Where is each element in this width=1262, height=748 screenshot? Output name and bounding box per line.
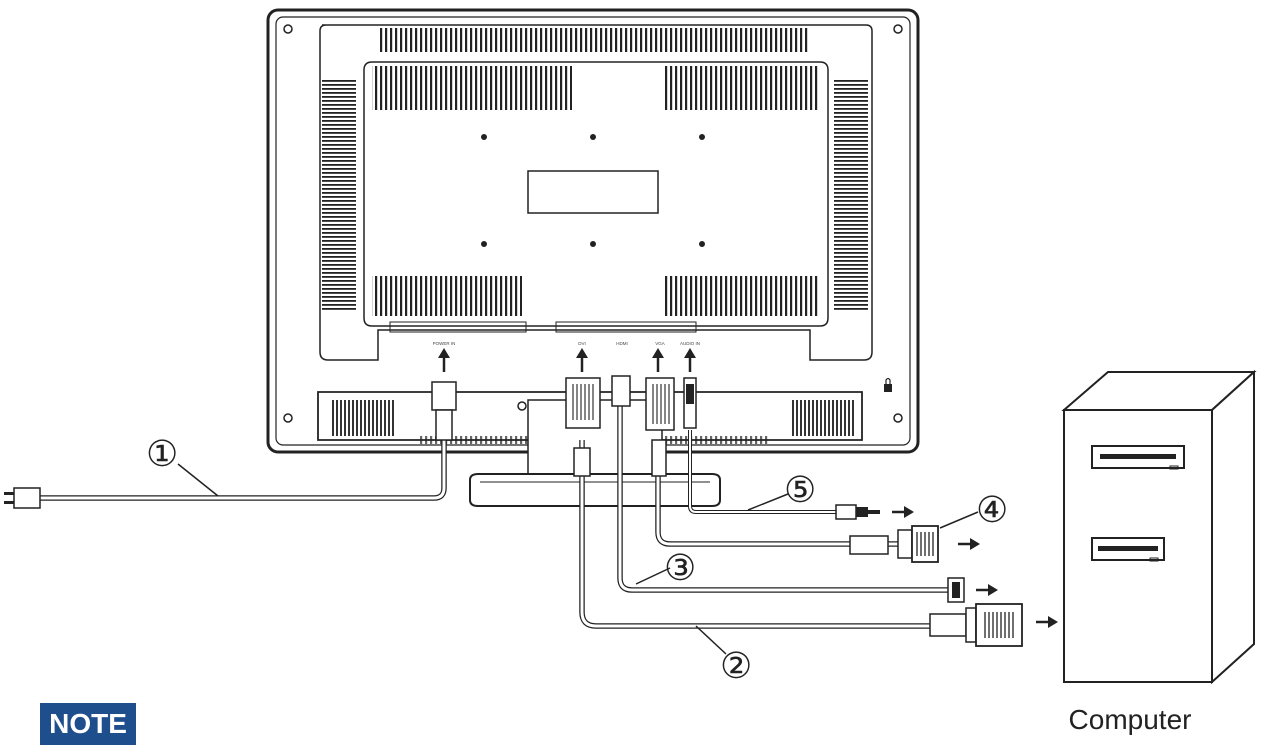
callout-3: ③ bbox=[664, 547, 696, 588]
right-speaker-grill bbox=[790, 400, 856, 436]
upper-left-vent bbox=[372, 66, 572, 110]
port-label-vga: VGA bbox=[655, 341, 665, 346]
computer-label: Computer bbox=[1068, 704, 1192, 735]
monitor-back bbox=[266, 8, 920, 454]
vesa-mount-holes bbox=[481, 134, 705, 247]
callouts: ① ② ③ ④ ⑤ bbox=[146, 433, 1008, 686]
drive-bay-top bbox=[1091, 445, 1185, 470]
left-side-vent bbox=[322, 78, 356, 310]
port-label-audio: AUDIO IN bbox=[680, 341, 700, 346]
callout-4: ④ bbox=[976, 489, 1008, 530]
top-vent bbox=[380, 28, 810, 52]
callout-2: ② bbox=[720, 645, 752, 686]
port-label-power: POWER IN bbox=[433, 341, 456, 346]
note-badge: NOTE bbox=[40, 703, 136, 745]
audio-cable bbox=[683, 377, 880, 520]
rating-label-plate bbox=[527, 170, 659, 214]
lower-right-vent bbox=[664, 276, 820, 316]
drive-bay-bottom bbox=[1091, 537, 1165, 562]
port-labels: POWER IN DVI HDMI VGA AUDIO IN bbox=[433, 341, 700, 346]
kensington-lock-icon bbox=[884, 377, 892, 392]
hdmi-cable bbox=[611, 375, 965, 603]
callout-1: ① bbox=[146, 433, 178, 474]
port-label-hdmi: HDMI bbox=[616, 341, 628, 346]
dvi-cable bbox=[565, 377, 1023, 647]
arrow-icon bbox=[892, 506, 1058, 628]
vga-cable bbox=[645, 377, 939, 563]
right-side-vent bbox=[834, 78, 868, 310]
callout-5: ⑤ bbox=[784, 469, 816, 510]
corner-screws bbox=[283, 24, 903, 423]
left-speaker-grill bbox=[330, 400, 396, 436]
port-label-dvi: DVI bbox=[578, 341, 586, 346]
computer-tower bbox=[1061, 369, 1257, 685]
lower-left-vent bbox=[372, 276, 522, 316]
power-plug bbox=[4, 487, 41, 509]
upper-right-vent bbox=[664, 66, 820, 110]
power-cable bbox=[4, 381, 457, 509]
arrow-icon bbox=[438, 348, 696, 372]
